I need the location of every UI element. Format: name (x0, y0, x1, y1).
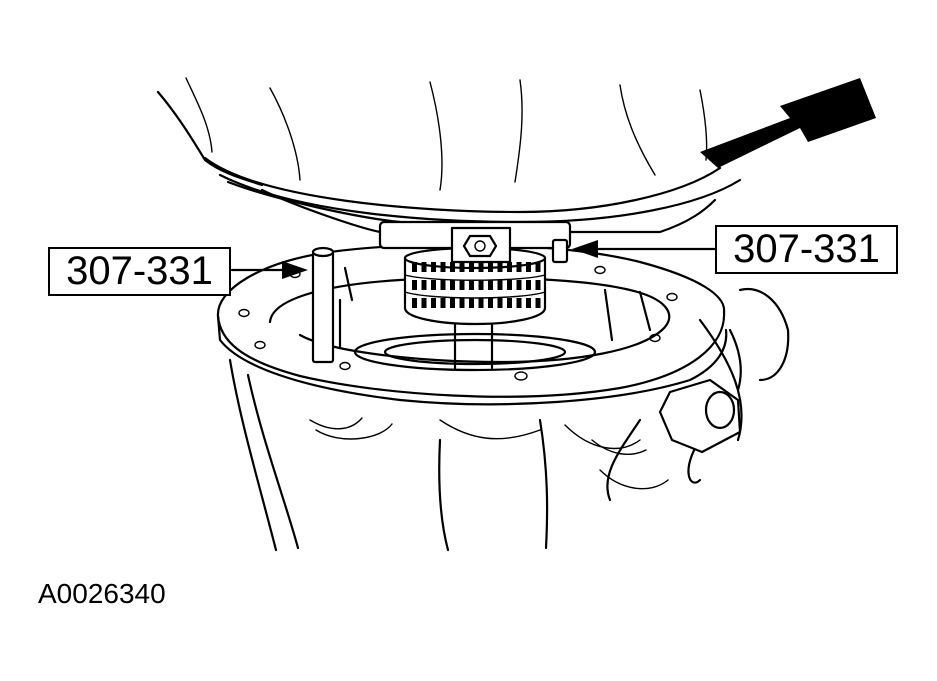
clamp-rib (507, 262, 512, 272)
direction-arrow-icon (700, 78, 876, 168)
clamp-rib (431, 280, 436, 290)
clamp-rib (450, 298, 455, 308)
clamp-rib (469, 280, 474, 290)
clamp-rib (440, 298, 446, 308)
clamp-rib (497, 262, 503, 272)
input-shaft (453, 320, 494, 370)
clamp-rib (478, 280, 484, 290)
clamp-rib (431, 298, 436, 308)
clamp-rib (431, 262, 436, 272)
clamp-rib (421, 298, 427, 308)
clamp-rib (488, 280, 493, 290)
clamp-rib (516, 262, 522, 272)
clamp-rib (412, 280, 417, 290)
clamp-rib (526, 262, 531, 272)
clamp-collar (378, 220, 572, 326)
transmission-case (228, 318, 743, 552)
clamp-rib (478, 262, 484, 272)
clamp-rib (412, 298, 417, 308)
left-alignment-pin (311, 246, 354, 364)
leader-arrow-icon (572, 240, 598, 258)
clamp-rib (459, 298, 465, 308)
clamp-rib (516, 298, 522, 308)
clamp-rib (421, 262, 427, 272)
clamp-rib (469, 262, 474, 272)
clamp-rib (450, 262, 455, 272)
figure-id: A0026340 (38, 578, 166, 609)
clamp-rib (469, 298, 474, 308)
clamp-rib (507, 280, 512, 290)
clamp-rib (535, 280, 541, 290)
upper-housing (156, 77, 742, 234)
clamp-rib (440, 262, 446, 272)
clamp-rib (516, 280, 522, 290)
clamp-rib (412, 262, 417, 272)
clamp-rib (488, 262, 493, 272)
clamp-rib (440, 280, 446, 290)
clamp-rib (535, 298, 541, 308)
clamp-rib (497, 280, 503, 290)
clamp-rib (535, 262, 541, 272)
clamp-rib (488, 298, 493, 308)
clamp-rib (450, 280, 455, 290)
side-fitting-nut (658, 287, 790, 454)
callout-right-label: 307-331 (733, 227, 880, 271)
clamp-rib (459, 262, 465, 272)
clamp-rib (526, 298, 531, 308)
callout-left-label: 307-331 (66, 249, 213, 293)
callout-left-tool: 307-331 (48, 247, 231, 296)
right-alignment-pin (551, 238, 569, 264)
callout-leaders (230, 240, 717, 279)
clamp-rib (478, 298, 484, 308)
inner-bore (338, 288, 652, 372)
leader-arrow-icon (282, 261, 308, 279)
clamp-rib (507, 298, 512, 308)
clamp-ribs (412, 262, 541, 308)
clamp-rib (497, 298, 503, 308)
clamp-rib (526, 280, 531, 290)
case-flange (216, 243, 728, 406)
clamp-rib (421, 280, 427, 290)
clamp-rib (459, 280, 465, 290)
callout-right-tool: 307-331 (715, 225, 898, 274)
